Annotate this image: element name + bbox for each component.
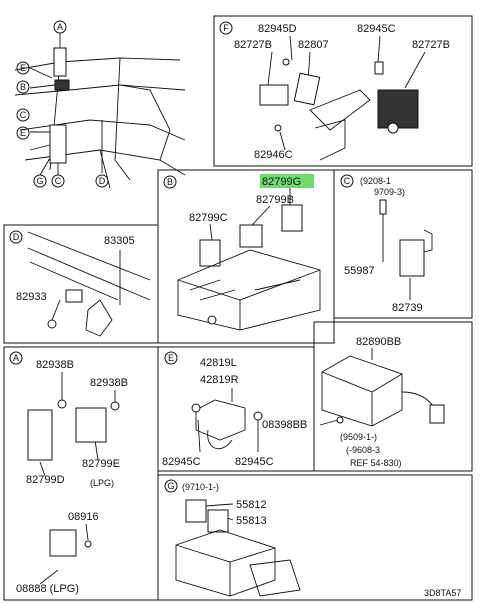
callout-c1: C bbox=[16, 108, 30, 122]
label-82945c: 82945C bbox=[357, 23, 396, 35]
label-08916: 08916 bbox=[68, 511, 99, 523]
label-82727b-1: 82727B bbox=[234, 39, 272, 51]
svg-text:C: C bbox=[55, 176, 62, 186]
note-c-2: 9709-3) bbox=[374, 187, 405, 197]
label-82807: 82807 bbox=[298, 39, 329, 51]
label-08398bb: 08398BB bbox=[262, 419, 307, 431]
label-42819l: 42819L bbox=[200, 357, 237, 369]
label-55812: 55812 bbox=[236, 499, 267, 511]
svg-text:A: A bbox=[57, 22, 63, 32]
svg-text:C: C bbox=[20, 110, 27, 120]
label-82799b: 82799B bbox=[256, 194, 294, 206]
callout-d: D bbox=[95, 174, 109, 188]
label-82799e: 82799E bbox=[82, 458, 120, 470]
label-82799d: 82799D bbox=[26, 474, 65, 486]
panel-b: B 82799G 82799B 82799C bbox=[157, 169, 335, 344]
note-bb-1: (9509-1-) bbox=[340, 432, 377, 442]
callout-g: G bbox=[33, 174, 47, 188]
footer-code: 3D8TA57 bbox=[424, 588, 461, 598]
label-55813: 55813 bbox=[236, 515, 267, 527]
callout-a: A bbox=[53, 20, 67, 34]
svg-text:B: B bbox=[20, 82, 26, 92]
label-82938b-2: 82938B bbox=[90, 377, 128, 389]
label-83305: 83305 bbox=[104, 235, 135, 247]
label-lpg: (LPG) bbox=[90, 478, 114, 488]
label-82945d: 82945D bbox=[258, 23, 297, 35]
label-82739: 82739 bbox=[392, 302, 423, 314]
callout-e2: E bbox=[16, 126, 30, 140]
panel-e: E 42819L 42819R 82945C 82945C bbox=[157, 346, 315, 472]
label-82946c: 82946C bbox=[254, 149, 293, 161]
callout-c2: C bbox=[51, 174, 65, 188]
note-bb-2: (-9608-3 bbox=[346, 445, 380, 455]
label-82945c-2: 82945C bbox=[235, 456, 274, 468]
panel-c: C (9208-1 9709-3) 55987 82739 bbox=[333, 169, 473, 319]
svg-text:G: G bbox=[36, 176, 43, 186]
svg-text:A: A bbox=[13, 353, 19, 363]
panel-f: F 82945D 82945C 82727B 82807 82727B 8294… bbox=[213, 15, 473, 167]
label-82945c-1: 82945C bbox=[162, 456, 201, 468]
highlight-82799g bbox=[260, 174, 314, 188]
svg-text:B: B bbox=[167, 177, 173, 187]
overview-dashboard: A E B C E G C D bbox=[14, 20, 186, 189]
note-bb-3: REF 54-830) bbox=[350, 458, 402, 468]
svg-text:D: D bbox=[13, 232, 20, 242]
label-82727b-2: 82727B bbox=[412, 39, 450, 51]
svg-text:E: E bbox=[20, 128, 26, 138]
panel-d: D 83305 82933 bbox=[3, 224, 159, 344]
note-g: (9710-1-) bbox=[182, 482, 219, 492]
panel-a: A 82938B 82938B 82799E 82799D (LPG) 0891… bbox=[3, 346, 159, 601]
svg-text:C: C bbox=[344, 176, 351, 186]
label-55987: 55987 bbox=[344, 265, 375, 277]
label-82933: 82933 bbox=[16, 291, 47, 303]
label-82799g: 82799G bbox=[262, 176, 301, 188]
note-c-1: (9208-1 bbox=[360, 176, 391, 186]
label-82938b-1: 82938B bbox=[36, 359, 74, 371]
svg-text:G: G bbox=[167, 481, 174, 491]
callout-b: B bbox=[16, 80, 30, 94]
label-82890bb: 82890BB bbox=[356, 336, 401, 348]
svg-text:F: F bbox=[223, 23, 229, 33]
panel-g: G (9710-1-) 55812 55813 3D8TA57 bbox=[157, 474, 473, 601]
callout-e1: E bbox=[16, 61, 30, 75]
svg-text:E: E bbox=[20, 63, 26, 73]
label-08888-lpg: 08888 (LPG) bbox=[16, 583, 79, 595]
svg-text:E: E bbox=[168, 353, 174, 363]
label-42819r: 42819R bbox=[200, 374, 239, 386]
panel-bb: 82890BB 08398BB (9509-1-) (-9608-3 REF 5… bbox=[262, 321, 473, 472]
label-82799c: 82799C bbox=[189, 212, 228, 224]
svg-text:D: D bbox=[99, 176, 106, 186]
